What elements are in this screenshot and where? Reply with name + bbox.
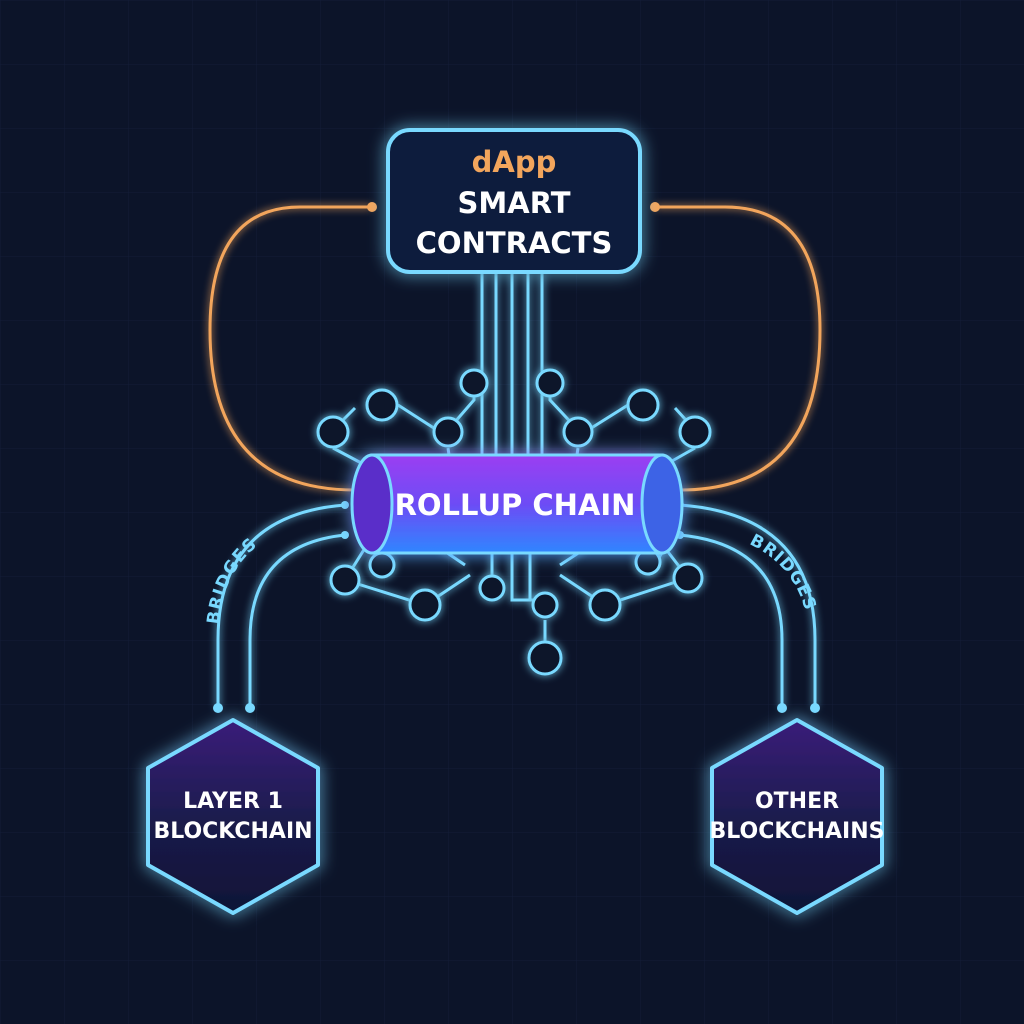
bridge-dot [777, 703, 787, 713]
network-node [365, 388, 399, 422]
bridge-dot [810, 703, 820, 713]
other-blockchains-hexagon [710, 718, 884, 915]
contracts-label: CONTRACTS [416, 226, 613, 260]
orange-dot-right [650, 202, 660, 212]
dapp-smart-contracts-box [386, 128, 642, 274]
layer1-hexagon-shape [146, 718, 320, 915]
bridge-dot [213, 703, 223, 713]
bridge-left-outer [216, 503, 346, 708]
bridge-left-inner [248, 533, 346, 708]
dapp-box-frame [386, 128, 642, 274]
layer1-label-line1: LAYER 1 [183, 789, 283, 814]
network-node [527, 640, 563, 676]
network-node [535, 368, 565, 398]
bridge-right-outer [679, 503, 817, 708]
cylinder-right-cap [640, 453, 684, 555]
network-node [408, 588, 442, 622]
other-label-line2: BLOCKCHAINS [710, 819, 885, 844]
layer1-blockchain-hexagon [146, 718, 320, 915]
other-label-line1: OTHER [755, 789, 839, 814]
other-hexagon-shape [710, 718, 884, 915]
bridge-dot [341, 531, 349, 539]
layer1-label-line2: BLOCKCHAIN [153, 819, 312, 844]
branch [332, 446, 366, 467]
network-node [478, 574, 506, 602]
network-node [678, 415, 712, 449]
orange-dot-left [367, 202, 377, 212]
orange-loop [208, 205, 822, 492]
network-node [459, 368, 489, 398]
network-node [329, 564, 361, 596]
network-node [588, 588, 622, 622]
bridge-right-inner [679, 533, 784, 708]
cylinder-left-cap [350, 453, 394, 555]
dapp-label: dApp [472, 145, 557, 179]
rollup-chain-label: ROLLUP CHAIN [395, 488, 636, 522]
network-node [562, 416, 594, 448]
bridge-dot [245, 703, 255, 713]
network-node [531, 591, 559, 619]
smart-label: SMART [458, 186, 571, 220]
rollup-chain-cylinder [350, 453, 684, 555]
orange-loop-right [655, 205, 822, 492]
network-node [432, 416, 464, 448]
network-node [672, 562, 704, 594]
branch [397, 403, 441, 434]
orange-loop-left [208, 205, 372, 492]
network-node [626, 388, 660, 422]
network-nodes [316, 368, 712, 676]
network-node [368, 551, 396, 579]
bridge-dots [213, 501, 820, 713]
bridge-dot [341, 501, 349, 509]
network-node [316, 415, 350, 449]
